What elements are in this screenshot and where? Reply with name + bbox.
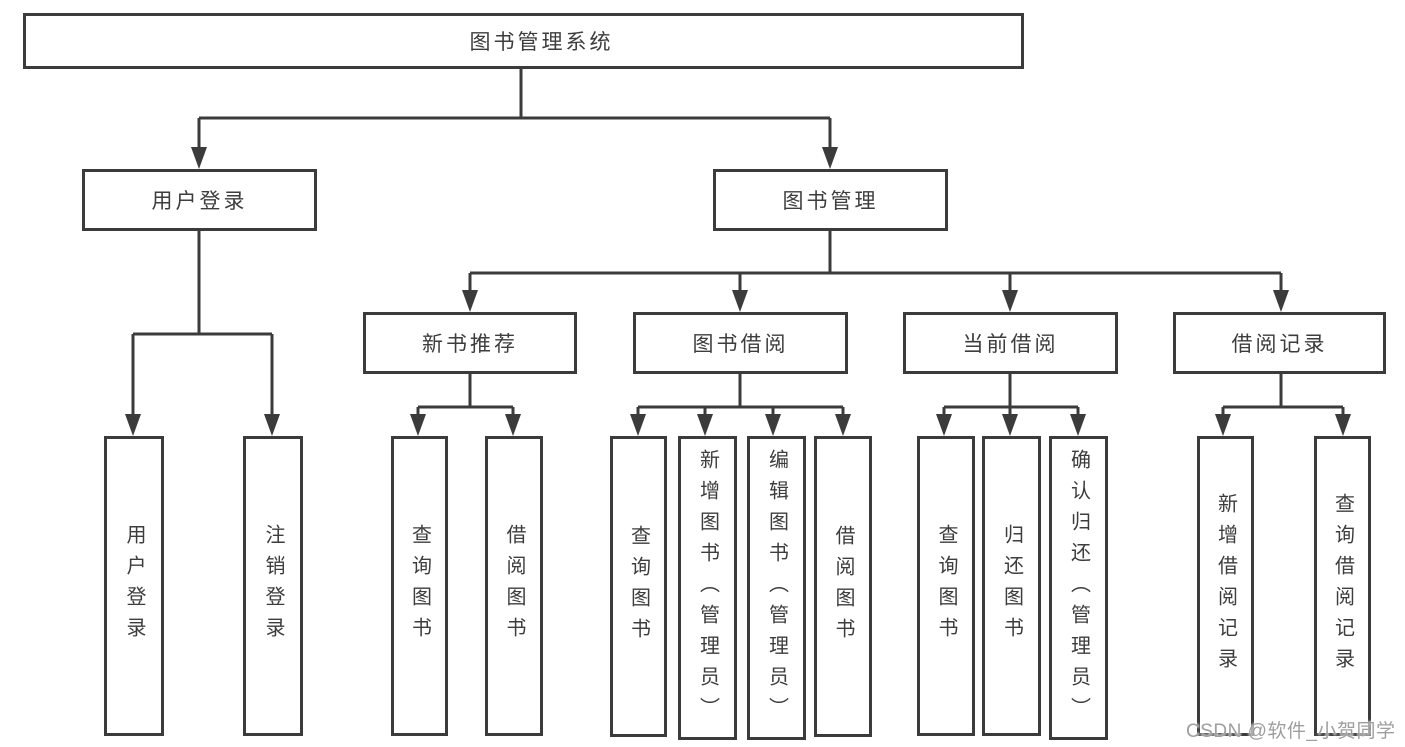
leaf-label: 新增图书（管理员） — [696, 448, 719, 728]
node-new-book-recommend: 新书推荐 — [363, 312, 577, 374]
leaf-current-query-books: 查询图书 — [917, 436, 975, 736]
leaf-label: 新增借阅记录 — [1214, 493, 1237, 679]
leaf-borrowing-borrow-books: 借阅图书 — [814, 436, 872, 737]
leaf-label: 确认归还（管理员） — [1067, 448, 1090, 728]
leaf-label: 查询图书 — [627, 524, 650, 649]
leaf-recommend-borrow-books: 借阅图书 — [485, 436, 543, 736]
node-book-borrowing: 图书借阅 — [633, 312, 848, 374]
leaf-recommend-query-books: 查询图书 — [391, 436, 448, 736]
leaf-current-return-books: 归还图书 — [982, 436, 1041, 736]
leaf-user-login: 用户登录 — [104, 436, 164, 736]
leaf-borrowing-edit-books-admin: 编辑图书（管理员） — [747, 436, 806, 740]
leaf-label: 用户登录 — [123, 524, 145, 648]
leaf-label: 注销登录 — [262, 524, 284, 648]
node-borrow-records: 借阅记录 — [1173, 312, 1386, 374]
leaf-borrowing-query-books: 查询图书 — [610, 436, 667, 737]
csdn-watermark: CSDN @软件_小贺同学 — [1186, 721, 1396, 742]
node-user-login: 用户登录 — [82, 169, 317, 231]
leaf-label: 查询图书 — [408, 524, 431, 648]
leaf-current-confirm-return-admin: 确认归还（管理员） — [1049, 436, 1108, 740]
leaf-records-add-record: 新增借阅记录 — [1197, 436, 1254, 736]
leaf-records-query-record: 查询借阅记录 — [1314, 436, 1371, 736]
leaf-label: 借阅图书 — [832, 524, 854, 649]
leaf-label: 查询借阅记录 — [1331, 493, 1354, 679]
node-book-management: 图书管理 — [713, 169, 948, 231]
leaf-logout: 注销登录 — [243, 436, 303, 736]
leaf-label: 查询图书 — [935, 524, 957, 648]
leaf-label: 借阅图书 — [503, 524, 525, 648]
node-root: 图书管理系统 — [23, 13, 1024, 69]
leaf-borrowing-add-books-admin: 新增图书（管理员） — [678, 436, 737, 740]
leaf-label: 归还图书 — [1000, 524, 1023, 648]
leaf-label: 编辑图书（管理员） — [765, 448, 788, 728]
node-current-borrowing: 当前借阅 — [903, 312, 1118, 374]
